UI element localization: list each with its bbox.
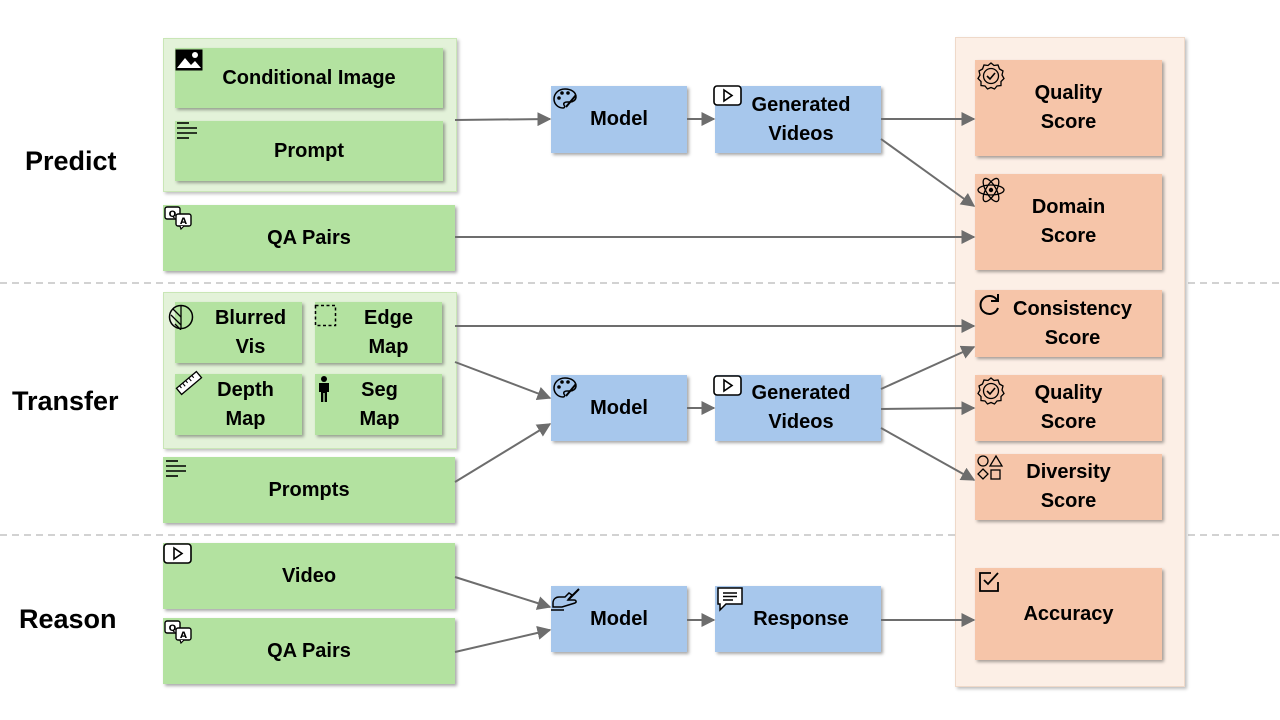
consistency-score-box: Consistency Score [975, 290, 1162, 357]
qa-pairs-label: QA Pairs [267, 639, 351, 662]
person-icon [319, 376, 329, 402]
message-icon [717, 587, 743, 612]
domain-score-box: Domain Score [975, 174, 1162, 270]
svg-text:Q: Q [169, 210, 177, 220]
badge-check-icon [977, 377, 1005, 405]
play-icon [713, 375, 742, 396]
accuracy-label: Accuracy [1023, 602, 1114, 625]
transfer-quality-score-box: Quality Score [975, 375, 1162, 441]
svg-text:Q: Q [169, 624, 177, 634]
reason-model-box: Model [551, 586, 687, 652]
conditional-image-label: Conditional Image [222, 66, 396, 89]
video-label: Video [281, 564, 337, 587]
model-label: Model [590, 396, 648, 419]
consistency-score-label: Consistency Score [1013, 297, 1132, 349]
arrow-videos-to-consistency [880, 345, 976, 390]
prompts-box: Prompts [163, 457, 455, 523]
video-box: Video [163, 543, 455, 609]
checkbox-icon [979, 572, 999, 592]
predict-generated-videos-box: Generated Videos [715, 86, 881, 153]
seg-map-box: Seg Map [315, 374, 442, 435]
blurred-vis-box: Blurred Vis [175, 302, 302, 363]
palette-icon [553, 377, 577, 398]
svg-text:A: A [180, 631, 187, 641]
arrow-videos-to-quality [880, 401, 976, 416]
ruler-icon [175, 370, 203, 396]
depth-map-label: Depth Map [217, 378, 274, 430]
shapes-icon [977, 454, 1004, 480]
writing-hand-icon [551, 588, 580, 611]
image-icon [175, 49, 203, 71]
seg-map-label: Seg Map [359, 378, 400, 430]
quality-score-label: Quality Score [1034, 82, 1103, 133]
blur-icon [168, 304, 194, 330]
response-box: Response [715, 586, 881, 652]
atom-icon [977, 177, 1005, 203]
palette-icon [553, 88, 577, 109]
model-label: Model [590, 607, 648, 630]
row-label-reason: Reason [19, 604, 117, 634]
svg-text:A: A [180, 217, 187, 227]
row-label-predict: Predict [25, 146, 117, 176]
play-icon [163, 543, 192, 564]
text-lines-icon [177, 122, 197, 139]
diversity-score-box: Diversity Score [975, 454, 1162, 520]
predict-qa-pairs-box: QA Pairs [163, 205, 455, 271]
model-label: Model [590, 108, 648, 130]
arrow-video-to-model [454, 576, 552, 610]
diversity-score-label: Diversity Score [1026, 461, 1111, 512]
qa-chat-icon: Q A [164, 620, 192, 644]
generated-videos-label: Generated Videos [751, 382, 851, 433]
row-label-transfer: Transfer [12, 386, 119, 416]
predict-quality-score-box: Quality Score [975, 60, 1162, 156]
transfer-generated-videos-box: Generated Videos [715, 375, 881, 441]
play-icon [713, 85, 742, 106]
arrow-videos-to-domain [880, 138, 976, 207]
depth-map-box: Depth Map [175, 374, 302, 435]
prompt-label: Prompt [274, 139, 344, 162]
edge-map-box: Edge Map [315, 302, 442, 363]
qa-chat-icon: Q A [164, 206, 192, 230]
transfer-model-box: Model [551, 375, 687, 441]
text-lines-icon [166, 460, 186, 477]
edge-map-label: Edge Map [364, 306, 413, 358]
conditional-image-box: Conditional Image [175, 48, 443, 108]
arrow-prompts-to-model [454, 423, 552, 483]
reason-qa-pairs-box: QA Pairs [163, 618, 455, 684]
quality-score-label: Quality Score [1034, 382, 1103, 433]
generated-videos-label: Generated Videos [751, 93, 851, 145]
blurred-vis-label: Blurred Vis [214, 306, 287, 358]
arrow-controls-to-model [454, 361, 552, 401]
arrow-videos-to-diversity [880, 427, 976, 481]
accuracy-box: Accuracy [975, 568, 1162, 660]
prompt-box: Prompt [175, 121, 443, 181]
response-label: Response [753, 607, 849, 630]
badge-check-icon [977, 62, 1005, 90]
refresh-icon [979, 294, 999, 315]
edge-icon [314, 304, 337, 327]
qa-pairs-label: QA Pairs [267, 226, 351, 249]
arrow-qa-to-model [454, 626, 552, 653]
domain-score-label: Domain Score [1031, 196, 1106, 247]
prompts-label: Prompts [268, 478, 350, 501]
arrow-inputs-to-model [454, 112, 552, 127]
